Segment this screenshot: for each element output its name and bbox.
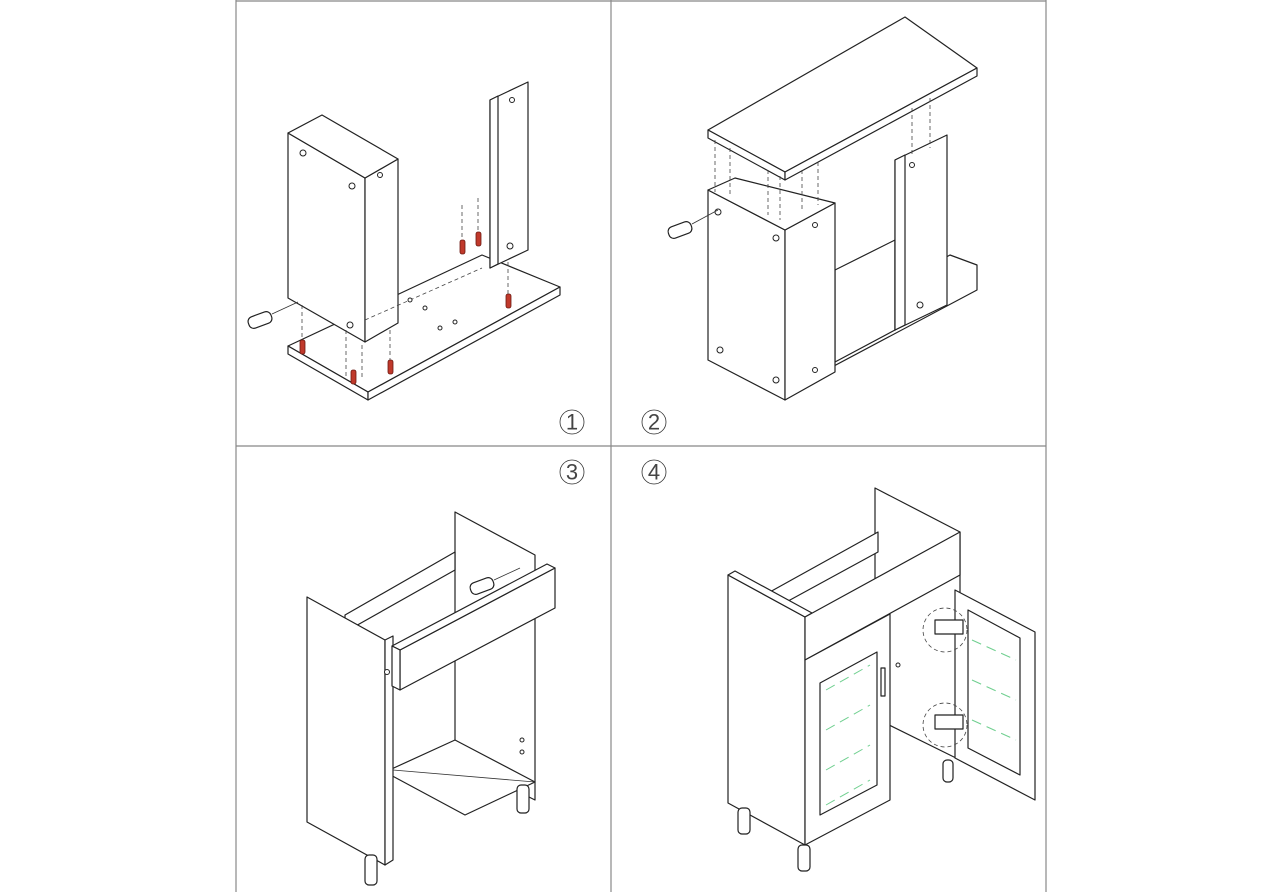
left-side-panel-top [287,114,399,179]
screwdriver-icon [469,567,521,595]
bottom-panel-edge-right [367,286,561,401]
door-handle [880,667,886,697]
step-3-diagram: 3 [306,460,585,886]
back-rail [344,551,456,633]
svg-text:3: 3 [566,460,578,485]
screwdriver-icon [247,301,299,329]
step-1-diagram: 1 [247,81,585,435]
step-2-label: 2 [641,410,667,435]
step-3-label: 3 [559,460,585,485]
leg [737,807,751,835]
leg [364,854,378,886]
drawer-front-side [391,645,401,691]
guide-lines [714,98,931,220]
left-side-edge [784,202,836,401]
svg-text:4: 4 [648,460,660,485]
right-side-panel-edge [894,154,906,331]
left-side-panel [727,574,806,846]
left-side-panel-edge [364,158,399,343]
back-panel-edge [489,95,499,269]
left-side-panel [306,596,386,866]
svg-text:1: 1 [566,410,578,435]
step-1-label: 1 [559,410,585,435]
leg [516,784,530,814]
step-4-diagram: 4 [641,460,1036,872]
dowels [299,231,512,385]
leg [797,844,811,872]
left-side-top [707,177,836,231]
screwdriver-icon [667,209,719,239]
step-4-label: 4 [641,460,667,485]
leg [942,759,954,783]
step-2-diagram: 2 [641,16,978,435]
left-side-edge [384,635,394,866]
left-door-glass-frame [819,651,878,816]
guide-lines [301,198,509,380]
svg-text:2: 2 [648,410,660,435]
right-door-glass-frame [967,609,1021,776]
top-panel-edge-right [784,67,978,181]
hinge-icon [922,607,968,748]
panel-grid [235,0,1047,892]
drawer-rail [804,531,961,661]
back-partition [834,239,896,363]
